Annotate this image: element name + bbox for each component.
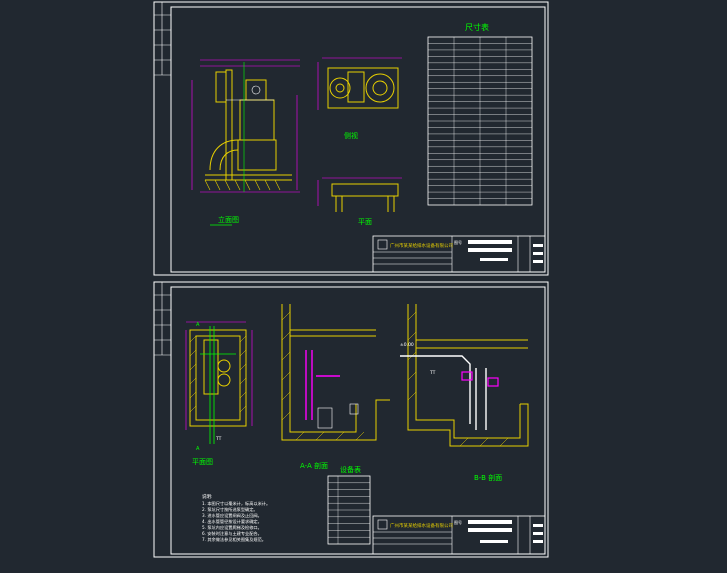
front-view: 立面图 [191, 59, 300, 226]
section-bb-walls [407, 304, 529, 447]
section-bb-pipes [400, 355, 487, 430]
note-line: 7. 其余做法参见相关图集及规范。 [202, 536, 266, 543]
note-line: 6. 安装时注意与土建专业配合。 [202, 530, 262, 537]
base-plan-body [331, 183, 399, 212]
note-line: 2. 泵坑尺寸按所选泵型确定。 [202, 506, 258, 513]
title-block-top: 广州市某某给排水设备有限公司 图号 [372, 235, 546, 273]
sheet-bottom-inner-frame [170, 286, 546, 555]
section-bb-title: B-B 剖面 [474, 473, 502, 482]
title-block-bottom: 广州市某某给排水设备有限公司 图号 [372, 515, 546, 555]
section-aa-hatch [281, 311, 365, 441]
company-logo-top [377, 239, 388, 250]
plan-view-dimensions [185, 321, 253, 430]
sheet-top-outer-frame [153, 1, 549, 276]
note-line: 4. 出水管管径按设计要求确定。 [202, 518, 262, 525]
side-view-body [327, 67, 399, 109]
base-plan-dimensions [317, 177, 402, 206]
section-aa-pump [317, 403, 359, 429]
section-aa-title: A-A 剖面 [300, 461, 328, 470]
sheet-top: 立面图 侧视 [153, 1, 549, 276]
front-view-hatch [204, 179, 281, 191]
plan-view: A A TT 平面图 [185, 321, 253, 466]
section-aa-walls [281, 304, 390, 441]
section-bb-elevation: ±0.00 [400, 342, 414, 348]
side-view-dimensions [317, 57, 402, 110]
base-plan: 平面 [317, 177, 402, 226]
section-a-marker-bottom: A [196, 446, 200, 452]
dimension-table: 尺寸表 [427, 22, 533, 206]
section-aa-pipes [305, 350, 340, 420]
side-view-title: 侧视 [344, 131, 358, 140]
notes: 说明: 1. 本图尺寸以毫米计，标高以米计。2. 泵坑尺寸按所选泵型确定。3. … [202, 493, 270, 543]
front-view-dimensions [191, 59, 300, 193]
title-block-bottom-company: 广州市某某给排水设备有限公司 [390, 522, 453, 529]
pump-body [205, 69, 292, 181]
sheet-bottom-outer-frame [153, 281, 549, 558]
title-block-top-drawing-no: 图号 [454, 239, 462, 245]
sheet-top-inner-frame [170, 6, 546, 273]
company-logo-bottom [377, 519, 388, 530]
section-bb: TT ±0.00 B-B 剖面 [400, 304, 529, 482]
dimension-table-grid [428, 37, 532, 205]
section-a-marker-top: A [196, 322, 200, 328]
note-line: 1. 本图尺寸以毫米计，标高以米计。 [202, 500, 270, 507]
pit-walls [189, 329, 247, 427]
equipment-table-grid [328, 476, 370, 544]
sheet-bottom: A A TT 平面图 [153, 281, 549, 558]
sheet-bottom-binding-strip [154, 282, 171, 356]
plan-view-title: 平面图 [192, 458, 213, 466]
title-block-top-company: 广州市某某给排水设备有限公司 [390, 242, 453, 249]
section-bb-valves [461, 371, 499, 387]
side-view: 侧视 [317, 57, 402, 140]
pump-outline [226, 85, 274, 101]
notes-heading: 说明: [202, 493, 213, 500]
pit-hatch [189, 335, 247, 413]
sheet-top-binding-strip [154, 2, 171, 76]
plan-pipe-label: TT [215, 436, 222, 442]
equipment-table: 设备表 [327, 465, 371, 545]
base-plan-title: 平面 [358, 218, 372, 226]
note-line: 3. 进水管应设置闸阀及止回阀。 [202, 512, 262, 519]
section-bb-pipe-label: TT [429, 370, 436, 376]
equipment-table-title: 设备表 [340, 465, 361, 474]
note-line: 5. 泵坑内应设置爬梯及检修口。 [202, 524, 262, 531]
dimension-table-title: 尺寸表 [465, 22, 489, 32]
section-aa: A-A 剖面 [281, 304, 390, 470]
plan-view-pipes [200, 326, 236, 444]
section-bb-hatch [407, 311, 509, 447]
title-block-bottom-drawing-no: 图号 [454, 519, 462, 525]
front-view-title: 立面图 [218, 215, 239, 224]
notes-lines: 1. 本图尺寸以毫米计，标高以米计。2. 泵坑尺寸按所选泵型确定。3. 进水管应… [202, 500, 270, 543]
